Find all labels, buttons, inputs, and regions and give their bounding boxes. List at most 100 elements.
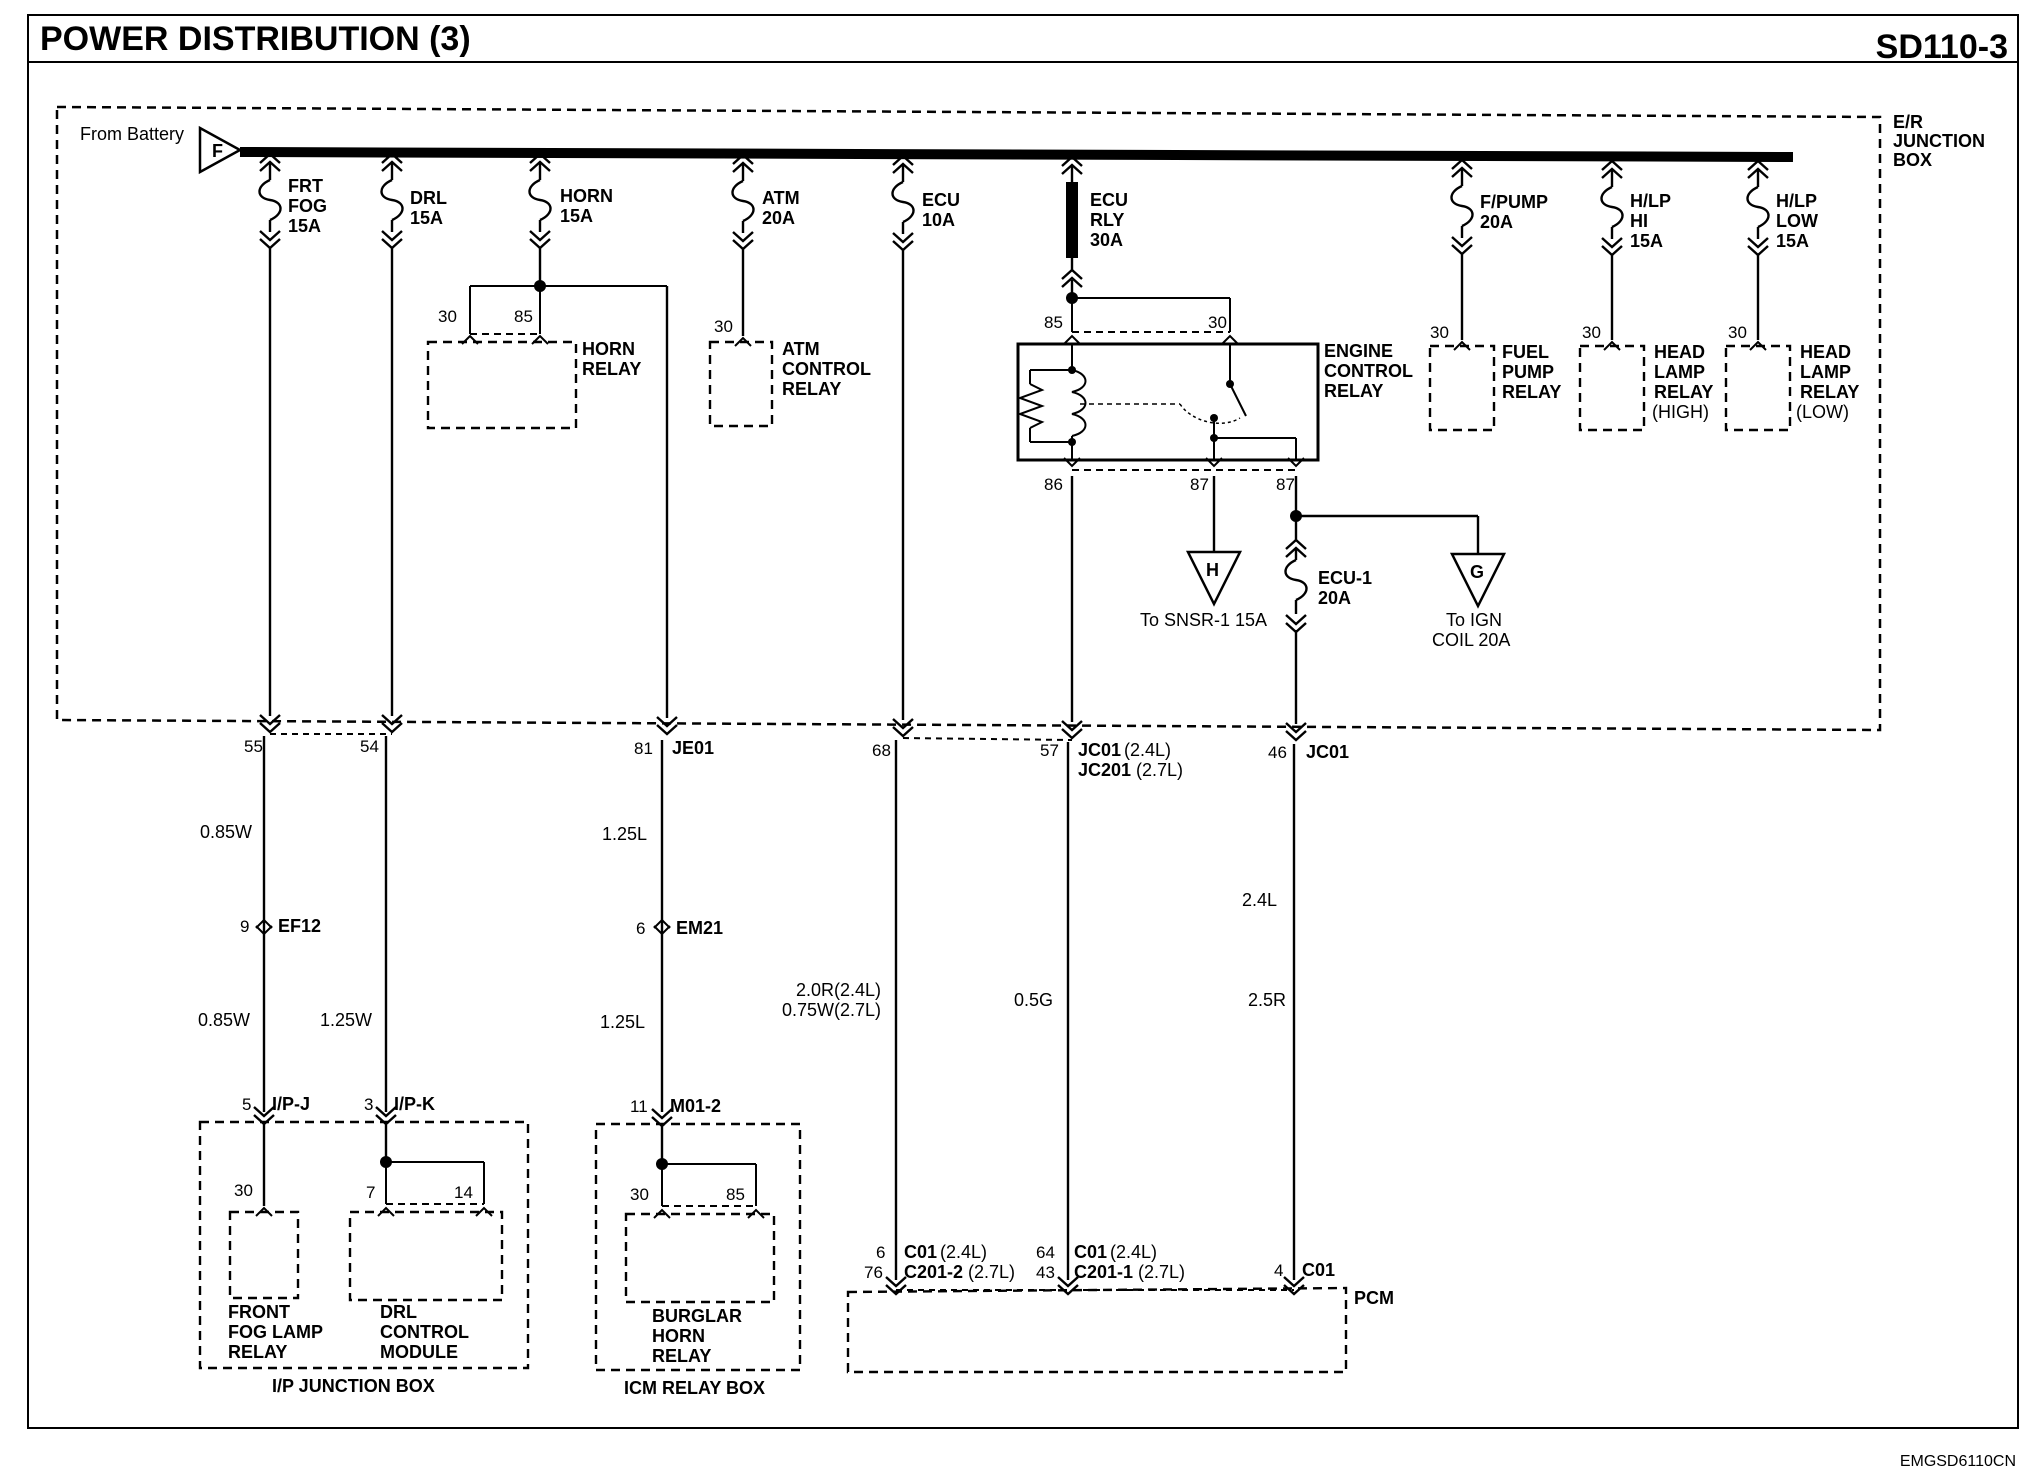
pcm-connector-c01-c201-1: 64 43 C01 (2.4L) C201-1 (2.7L)	[1036, 1242, 1185, 1282]
wire-label-085w-b: 0.85W	[198, 1010, 250, 1030]
svg-text:30: 30	[234, 1181, 253, 1200]
er-junction-box-label: E/R JUNCTION BOX	[1893, 112, 1985, 170]
pcm-connector-c01: 4 C01	[1274, 1260, 1335, 1280]
svg-text:HORN: HORN	[582, 339, 635, 359]
svg-text:COIL 20A: COIL 20A	[1432, 630, 1510, 650]
svg-text:DRL: DRL	[380, 1302, 417, 1322]
connector-jc01-jc201: JC01 (2.4L) JC201 (2.7L)	[1078, 740, 1183, 780]
svg-text:ECU-1: ECU-1	[1318, 568, 1372, 588]
drl-control-module-label: DRL CONTROL MODULE	[380, 1302, 469, 1362]
svg-text:RELAY: RELAY	[1324, 381, 1383, 401]
fuel-pump-relay-pin-30: 30	[1430, 323, 1449, 342]
svg-text:FOG: FOG	[288, 196, 327, 216]
er-box-internal-wires	[268, 248, 1298, 724]
fuse-hlp-low: H/LP LOW 15A	[1746, 159, 1818, 257]
wire-label-25r: 2.5R	[1248, 990, 1286, 1010]
svg-text:7: 7	[366, 1183, 375, 1202]
page-frame	[27, 14, 2019, 1429]
connector-ipj: I/P-J	[272, 1094, 310, 1114]
svg-text:LAMP: LAMP	[1800, 362, 1851, 382]
er-junction-box-border	[55, 105, 1882, 732]
svg-text:MODULE: MODULE	[380, 1342, 458, 1362]
svg-text:(HIGH): (HIGH)	[1652, 402, 1709, 422]
svg-text:RELAY: RELAY	[1502, 382, 1561, 402]
svg-text:ATM: ATM	[782, 339, 820, 359]
inline-connector-em21: 6 EM21	[636, 918, 723, 938]
connector-pin-57: 57	[1040, 741, 1059, 760]
ecr-pin-30: 30	[1208, 313, 1227, 332]
battery-label: From Battery	[80, 124, 184, 144]
wire-label-20r: 2.0R(2.4L)	[796, 980, 881, 1000]
svg-text:CONTROL: CONTROL	[782, 359, 871, 379]
svg-text:(2.4L): (2.4L)	[1110, 1242, 1157, 1262]
svg-text:C01: C01	[1302, 1260, 1335, 1280]
svg-text:F: F	[212, 141, 223, 161]
svg-text:E/R: E/R	[1893, 112, 1923, 132]
icm-relay-box-label: ICM RELAY BOX	[624, 1378, 765, 1398]
fuse-ecu: ECU 10A	[891, 154, 960, 252]
svg-text:FRONT: FRONT	[228, 1302, 290, 1322]
svg-text:85: 85	[726, 1185, 745, 1204]
svg-text:C201-1: C201-1	[1074, 1262, 1133, 1282]
svg-text:RLY: RLY	[1090, 210, 1124, 230]
connector-ipk-pin: 3	[364, 1095, 373, 1114]
svg-text:HEAD: HEAD	[1800, 342, 1851, 362]
svg-text:RELAY: RELAY	[782, 379, 841, 399]
svg-text:PUMP: PUMP	[1502, 362, 1554, 382]
svg-text:15A: 15A	[288, 216, 321, 236]
head-high-relay-pin-30: 30	[1582, 323, 1601, 342]
connector-pin-46: 46	[1268, 743, 1287, 762]
connector-ipk: I/P-K	[394, 1094, 435, 1114]
svg-text:FUEL: FUEL	[1502, 342, 1549, 362]
page-title: POWER DISTRIBUTION (3)	[40, 20, 471, 58]
fuse-atm: ATM 20A	[731, 153, 800, 251]
svg-text:(2.7L): (2.7L)	[1138, 1262, 1185, 1282]
svg-text:15A: 15A	[1776, 231, 1809, 251]
svg-text:JC01: JC01	[1078, 740, 1121, 760]
wire-label-125l-b: 1.25L	[600, 1012, 645, 1032]
connector-m012: M01-2	[670, 1096, 721, 1116]
ip-junction-box-label: I/P JUNCTION BOX	[272, 1376, 435, 1396]
svg-text:C01: C01	[904, 1242, 937, 1262]
connector-pin-68: 68	[872, 741, 891, 760]
ip-junction-box: 5 I/P-J 3 I/P-K 30 FRONT FOG LAMP RELAY …	[198, 1094, 530, 1396]
output-h-snsr: H To SNSR-1 15A	[1140, 476, 1267, 630]
svg-text:43: 43	[1036, 1263, 1055, 1282]
svg-text:C201-2: C201-2	[904, 1262, 963, 1282]
svg-text:To SNSR-1 15A: To SNSR-1 15A	[1140, 610, 1267, 630]
icm-relay-box: 11 M01-2 30 85 BURGLAR HORN RELAY ICM RE…	[594, 1096, 802, 1398]
svg-text:HORN: HORN	[652, 1326, 705, 1346]
pcm-label: PCM	[1354, 1288, 1394, 1308]
svg-text:15A: 15A	[560, 206, 593, 226]
svg-text:RELAY: RELAY	[582, 359, 641, 379]
footer-doc-code: EMGSD6110CN	[1900, 1453, 2016, 1470]
svg-text:To IGN: To IGN	[1446, 610, 1502, 630]
atm-control-relay: 30 ATM CONTROL RELAY	[708, 248, 871, 428]
lower-wires	[262, 736, 1296, 1280]
svg-text:EF12: EF12	[278, 916, 321, 936]
svg-text:RELAY: RELAY	[228, 1342, 287, 1362]
fuse-ecu-rly: ECU RLY 30A	[1060, 155, 1128, 289]
svg-text:30A: 30A	[1090, 230, 1123, 250]
inline-connector-ef12: 9 EF12	[240, 916, 321, 936]
svg-text:DRL: DRL	[410, 188, 447, 208]
fuse-drl: DRL 15A	[380, 152, 447, 250]
engine-control-relay: 85 30 86 87 87 ENGINE CONTROL RELAY	[1016, 280, 1413, 494]
wire-label-125l-a: 1.25L	[602, 824, 647, 844]
fuse-frt-fog: FRT FOG 15A	[258, 152, 327, 250]
wire-label-125w: 1.25W	[320, 1010, 372, 1030]
battery-connector-f: F	[198, 125, 243, 175]
svg-text:HEAD: HEAD	[1654, 342, 1705, 362]
wire-label-075w: 0.75W(2.7L)	[782, 1000, 881, 1020]
svg-text:EM21: EM21	[676, 918, 723, 938]
head-lamp-relay-high: 30 HEAD LAMP RELAY (HIGH)	[1578, 255, 1713, 432]
svg-text:H/LP: H/LP	[1630, 191, 1671, 211]
svg-text:14: 14	[454, 1183, 473, 1202]
svg-text:BURGLAR: BURGLAR	[652, 1306, 742, 1326]
er-box-bottom-connector-chevrons	[258, 713, 1308, 742]
front-fog-lamp-relay-label: FRONT FOG LAMP RELAY	[228, 1302, 323, 1362]
connector-pin-54: 54	[360, 737, 379, 756]
svg-text:FRT: FRT	[288, 176, 323, 196]
head-lamp-relay-low: 30 HEAD LAMP RELAY (LOW)	[1724, 255, 1859, 432]
